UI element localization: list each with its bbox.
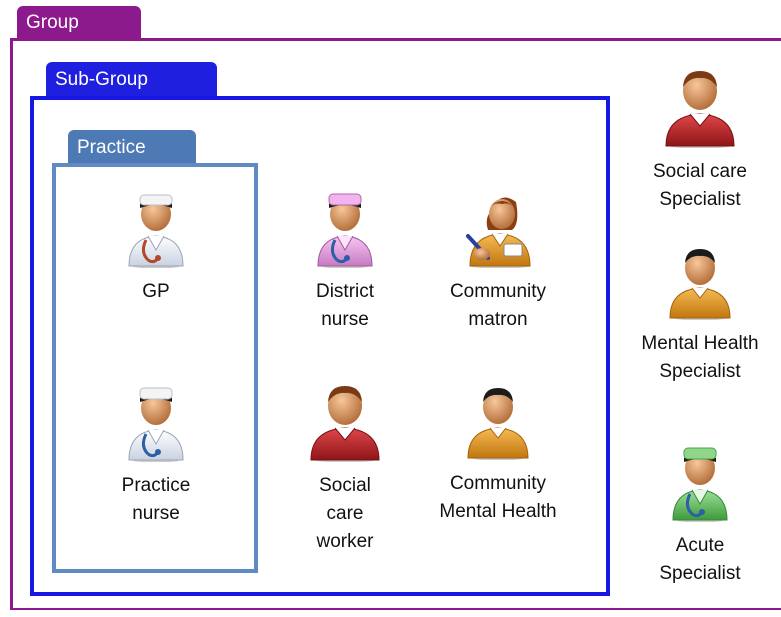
community-mental-health-label: Community Mental Health: [439, 473, 557, 522]
matron-icon: [466, 197, 531, 268]
social-care-worker-node: Social care worker: [265, 380, 425, 556]
social-care-worker-label: Social care worker: [316, 475, 374, 552]
practice-label: Practice: [77, 136, 146, 158]
acute-specialist-node: Acute Specialist: [620, 440, 780, 588]
person-icon: [467, 388, 529, 460]
acute-specialist-label: Acute Specialist: [659, 535, 741, 584]
community-matron-label: Community matron: [449, 281, 547, 330]
mental-health-specialist-label: Mental Health Specialist: [641, 333, 759, 382]
mental-health-specialist-node: Mental Health Specialist: [620, 242, 780, 386]
group-tab: Group: [17, 6, 141, 38]
group-label: Group: [26, 11, 79, 33]
sub-group-label: Sub-Group: [55, 68, 148, 90]
doctor-icon: [128, 194, 184, 268]
practice-nurse-node: Practice nurse: [76, 380, 236, 528]
practice-container: [52, 163, 258, 573]
community-mental-health-node: Community Mental Health: [418, 380, 578, 526]
district-nurse-node: District nurse: [265, 186, 425, 334]
practice-nurse-label: Practice nurse: [121, 475, 191, 524]
person-icon: [665, 71, 735, 148]
sub-group-tab: Sub-Group: [46, 62, 217, 96]
community-matron-node: Community matron: [418, 184, 578, 334]
gp-node: GP: [76, 186, 236, 306]
person-icon: [310, 386, 380, 462]
gp-label: GP: [142, 281, 170, 302]
practice-tab: Practice: [68, 130, 196, 164]
nurse-icon: [128, 387, 184, 462]
sub-group-container: [30, 96, 610, 596]
district-nurse-label: District nurse: [315, 281, 375, 330]
group-container: [10, 38, 781, 610]
social-care-specialist-label: Social care Specialist: [653, 161, 747, 210]
doctor-icon: [672, 447, 728, 522]
person-icon: [669, 249, 731, 320]
nurse-icon: [317, 193, 373, 268]
social-care-specialist-node: Social care Specialist: [620, 64, 780, 214]
